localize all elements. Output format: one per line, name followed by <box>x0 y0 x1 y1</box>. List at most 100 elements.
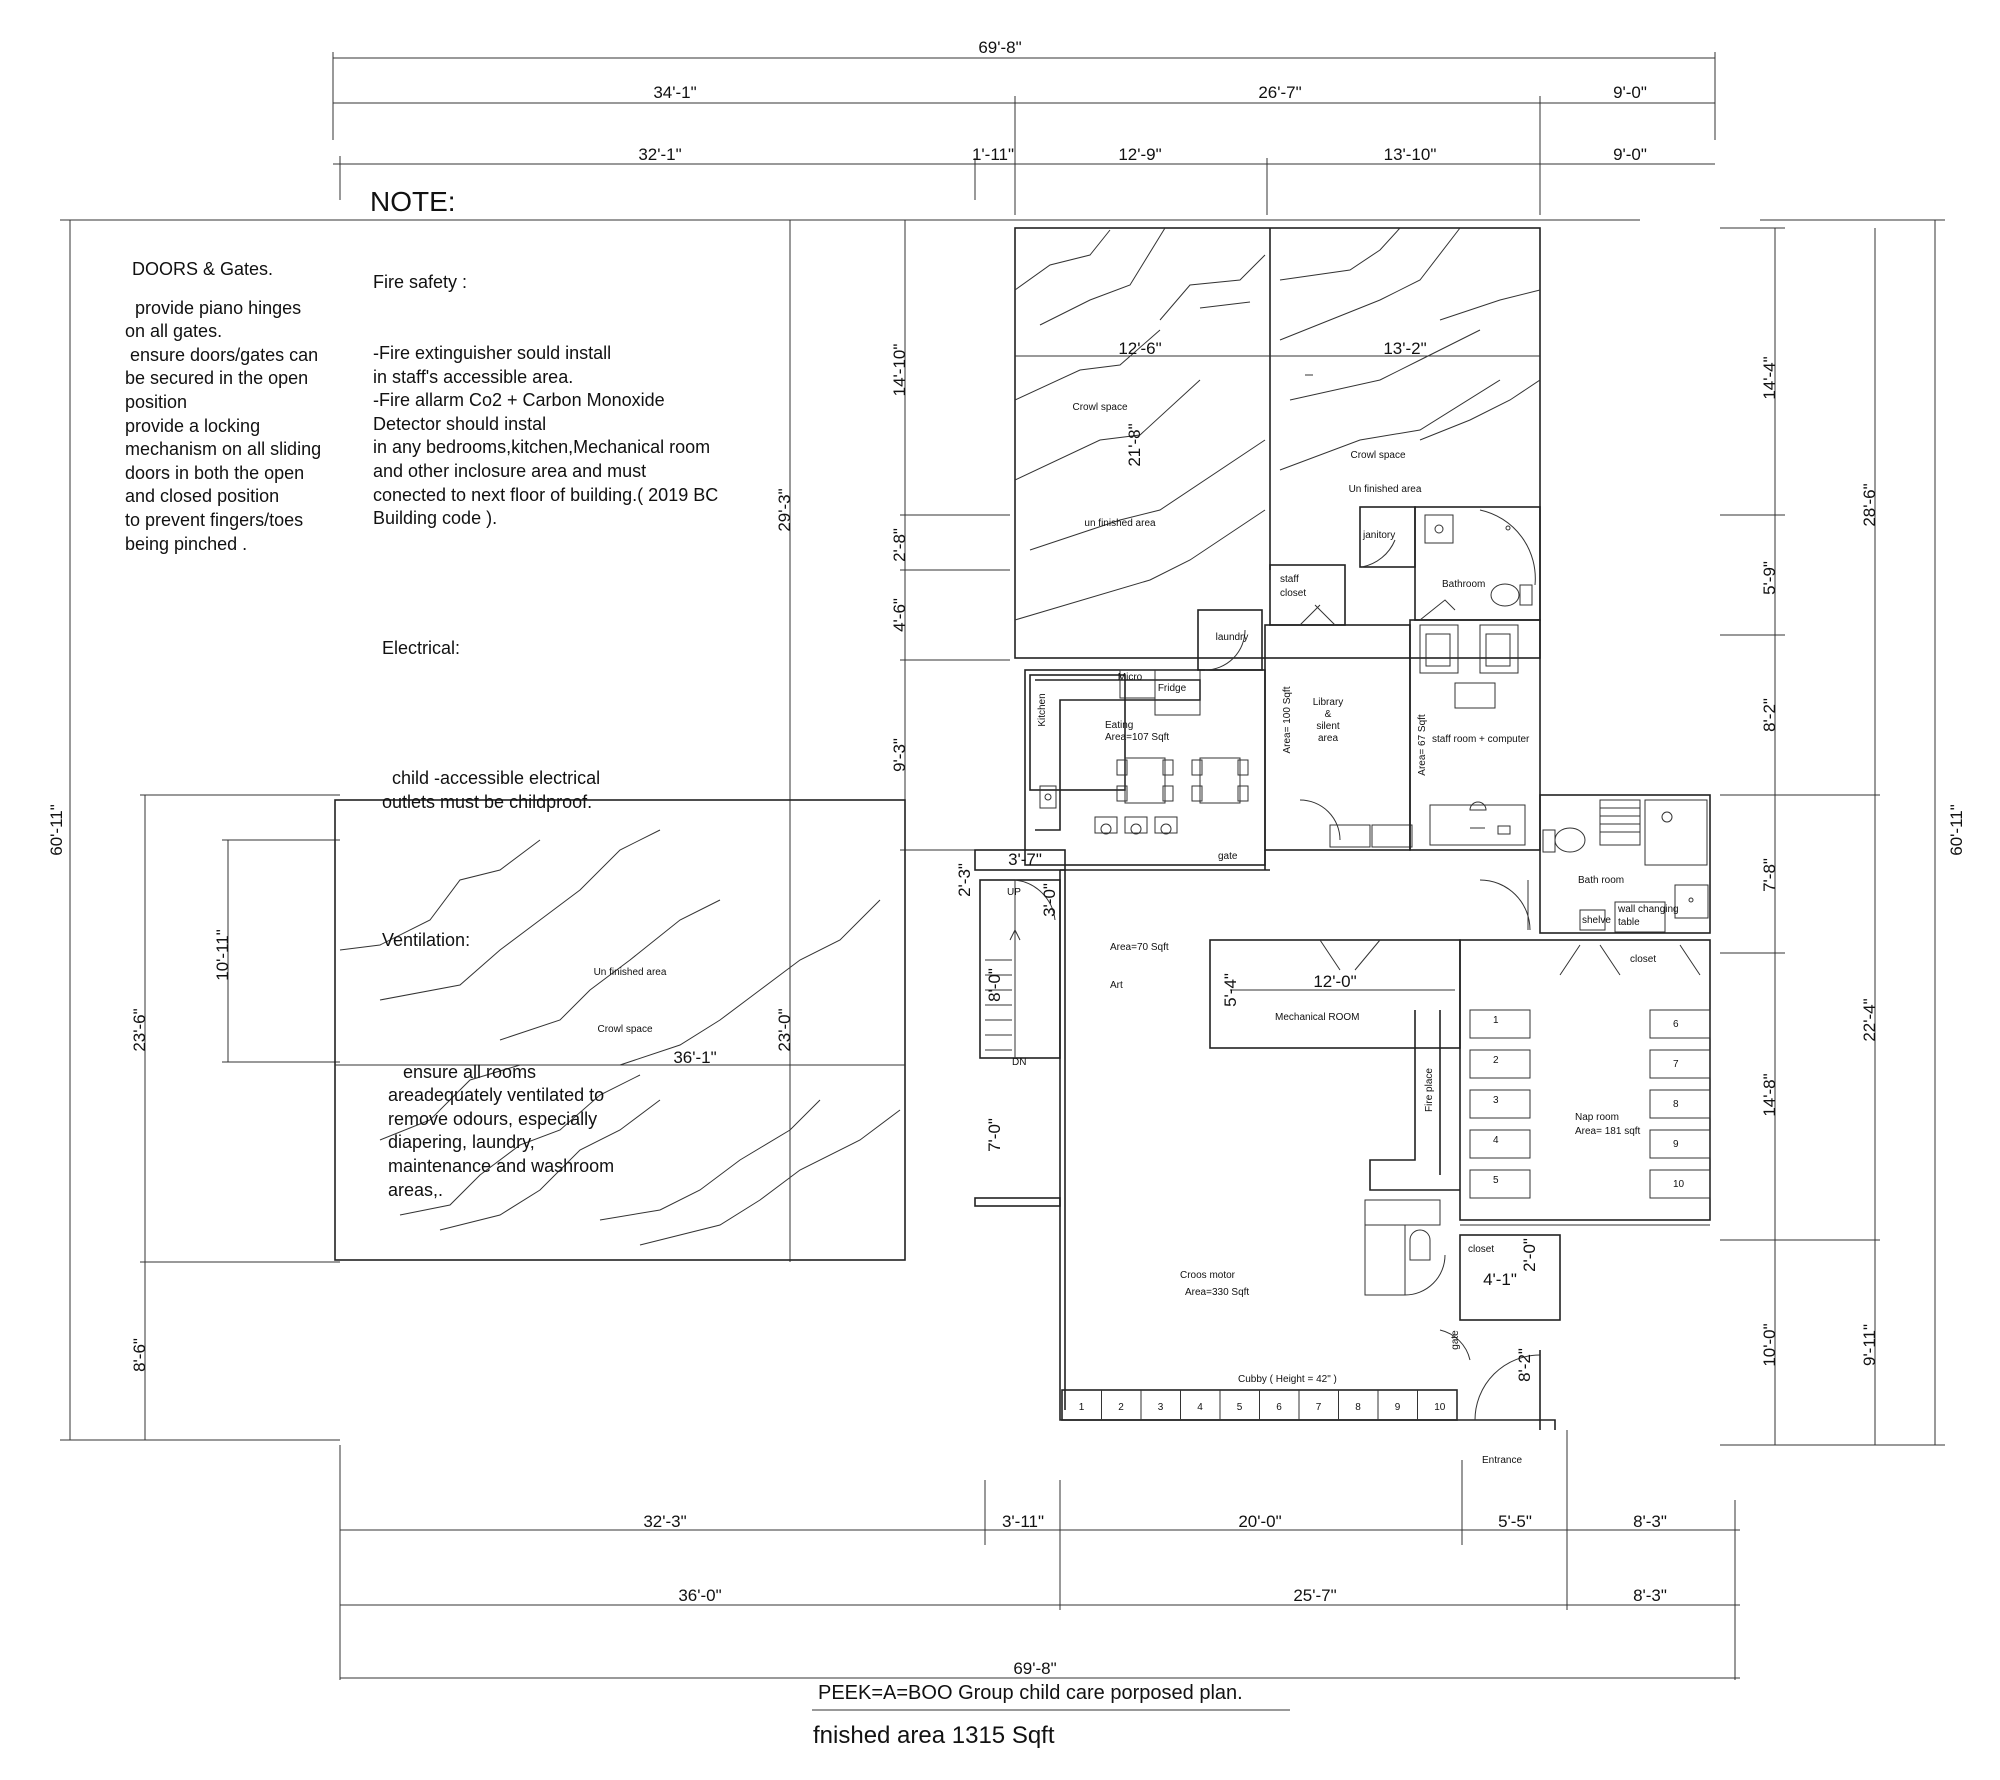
dim-right-a: 28'-6" <box>1860 483 1879 526</box>
label-closet-2: closet <box>1468 1244 1494 1255</box>
nap-cot-label: 6 <box>1673 1019 1679 1030</box>
note-heading: NOTE: <box>370 186 456 217</box>
label-staff-area: Area= 67 Sqft <box>1417 714 1428 776</box>
top-dimensions <box>332 52 1716 221</box>
nap-cots <box>1469 1009 1711 1199</box>
dim-bottom-total: 69'-8" <box>1013 1659 1056 1678</box>
dim-bottom2-c: 8'-3" <box>1633 1586 1667 1605</box>
fire-safety-line: -Fire allarm Co2 + Carbon Monoxide <box>373 390 665 411</box>
electrical-heading: Electrical: <box>382 638 461 659</box>
dim-mid-d: 9'-3" <box>890 738 909 772</box>
dim-top-b: 26'-7" <box>1258 83 1301 102</box>
nap-cot-label: 8 <box>1673 1099 1679 1110</box>
dim-in-a: 12'-6" <box>1118 339 1161 358</box>
cubby-label: 5 <box>1237 1402 1243 1413</box>
main-floor <box>1059 794 1711 1430</box>
electrical-line: child -accessible electrical <box>382 768 601 789</box>
dim-right-b: 22'-4" <box>1860 998 1879 1041</box>
dim-mid-a: 14'-10" <box>890 344 909 397</box>
cubby-label: 8 <box>1355 1402 1361 1413</box>
dim-bottom-a: 32'-3" <box>643 1512 686 1531</box>
label-eating-area: Area=107 Sqft <box>1105 732 1169 743</box>
label-cubby: Cubby ( Height = 42" ) <box>1238 1374 1337 1385</box>
dim-top2-a: 32'-1" <box>638 145 681 164</box>
dim-in-h: 2'-3" <box>955 863 974 897</box>
fire-safety-line: -Fire extinguisher sould install <box>373 342 612 363</box>
dim-top-c: 9'-0" <box>1613 83 1647 102</box>
dim-mid-c: 4'-6" <box>890 598 909 632</box>
ventilation-line: areadequately ventilated to <box>388 1085 605 1106</box>
cubby-label: 10 <box>1434 1402 1446 1413</box>
cubby-label: 3 <box>1158 1402 1164 1413</box>
doors-note-line: ensure doors/gates can <box>125 344 319 365</box>
dim-left-d: 29'-3" <box>775 488 794 531</box>
plan-title: PEEK=A=BOO Group child care porposed pla… <box>818 1682 1243 1704</box>
label-shelve: shelve <box>1582 915 1611 926</box>
label-fire-place: Fire place <box>1424 1068 1435 1112</box>
dim-in-c: 21'-8" <box>1125 423 1144 466</box>
cubby-label: 6 <box>1276 1402 1282 1413</box>
doors-note-line: and closed position <box>125 486 280 507</box>
label-art-area: Area=70 Sqft <box>1110 942 1169 953</box>
main-note: NOTE: Fire safety : -Fire extinguisher s… <box>370 186 718 1249</box>
label-bathroom: Bathroom <box>1442 579 1485 590</box>
dim-right2-e: 14'-8" <box>1760 1073 1779 1116</box>
top-crawl-space <box>1014 227 1541 659</box>
dim-in-i: 3'-0" <box>1040 883 1059 917</box>
cubby-label: 4 <box>1197 1402 1203 1413</box>
label-eating: Eating <box>1105 720 1133 731</box>
dim-top2-c: 12'-9" <box>1118 145 1161 164</box>
left-crawl-space <box>334 799 906 1261</box>
cubby-label: 7 <box>1316 1402 1322 1413</box>
label-gate-1: gate <box>1218 851 1238 862</box>
fire-safety-line: in any bedrooms,kitchen,Mechanical room <box>373 437 711 458</box>
fire-safety-line: and other inclosure area and must <box>373 460 647 481</box>
nap-cot-label: 3 <box>1493 1095 1499 1106</box>
dim-right2-f: 10'-0" <box>1760 1323 1779 1366</box>
upper-rooms <box>1024 506 1541 866</box>
ventilation-line: ensure all rooms <box>388 1061 537 1082</box>
label-cross-motor: Croos motor <box>1180 1270 1236 1281</box>
doors-note-line: position <box>125 391 188 412</box>
bottom-dimensions <box>339 1430 1740 1680</box>
label-library-3: silent <box>1316 721 1340 732</box>
label-library-2: & <box>1325 709 1332 720</box>
ventilation-line: areas,. <box>388 1179 444 1200</box>
dim-in-n: 8'-2" <box>1515 1348 1534 1382</box>
doors-note-heading: DOORS & Gates. <box>132 259 274 279</box>
label-closet-1: closet <box>1630 954 1656 965</box>
dim-bottom-b: 3'-11" <box>1002 1512 1044 1531</box>
label-gate-2: gate <box>1450 1330 1461 1350</box>
label-unfinished-3: Un finished area <box>594 967 667 978</box>
dim-right-total: 60'-11" <box>1947 804 1966 856</box>
plan-subtitle: fnished area 1315 Sqft <box>813 1722 1055 1749</box>
nap-cot-label: 4 <box>1493 1135 1499 1146</box>
dim-top-a: 34'-1" <box>653 83 696 102</box>
label-cross-area: Area=330 Sqft <box>1185 1287 1249 1298</box>
cubby-label: 9 <box>1395 1402 1401 1413</box>
doors-note-line: provide a locking <box>125 415 261 436</box>
dim-top2-e: 9'-0" <box>1613 145 1647 164</box>
label-kitchen: Kitchen <box>1037 693 1048 726</box>
dim-left-a: 23'-6" <box>130 1008 149 1051</box>
dim-in-f: 5'-4" <box>1221 973 1240 1007</box>
label-fridge: Fridge <box>1158 683 1187 694</box>
dim-in-e: 12'-0" <box>1313 972 1356 991</box>
dim-right2-b: 5'-9" <box>1760 561 1779 595</box>
label-staff-closet-1: staff <box>1280 574 1299 585</box>
dim-in-m: 2'-0" <box>1520 1238 1539 1272</box>
dim-left-b: 8'-6" <box>130 1338 149 1372</box>
nap-cot-label: 9 <box>1673 1139 1679 1150</box>
dim-in-b: 13'-2" <box>1383 339 1426 358</box>
dim-left-c: 10'-11" <box>213 929 232 981</box>
label-mechanical: Mechanical ROOM <box>1275 1012 1359 1023</box>
dim-mid-b: 2'-8" <box>890 528 909 562</box>
label-crawl-space-2: Crowl space <box>1350 450 1405 461</box>
dim-bottom-d: 5'-5" <box>1498 1512 1532 1531</box>
label-wall-changing-1: wall changing <box>1617 904 1679 915</box>
label-wall-changing-2: table <box>1618 917 1640 928</box>
ventilation-heading: Ventilation: <box>382 929 471 950</box>
